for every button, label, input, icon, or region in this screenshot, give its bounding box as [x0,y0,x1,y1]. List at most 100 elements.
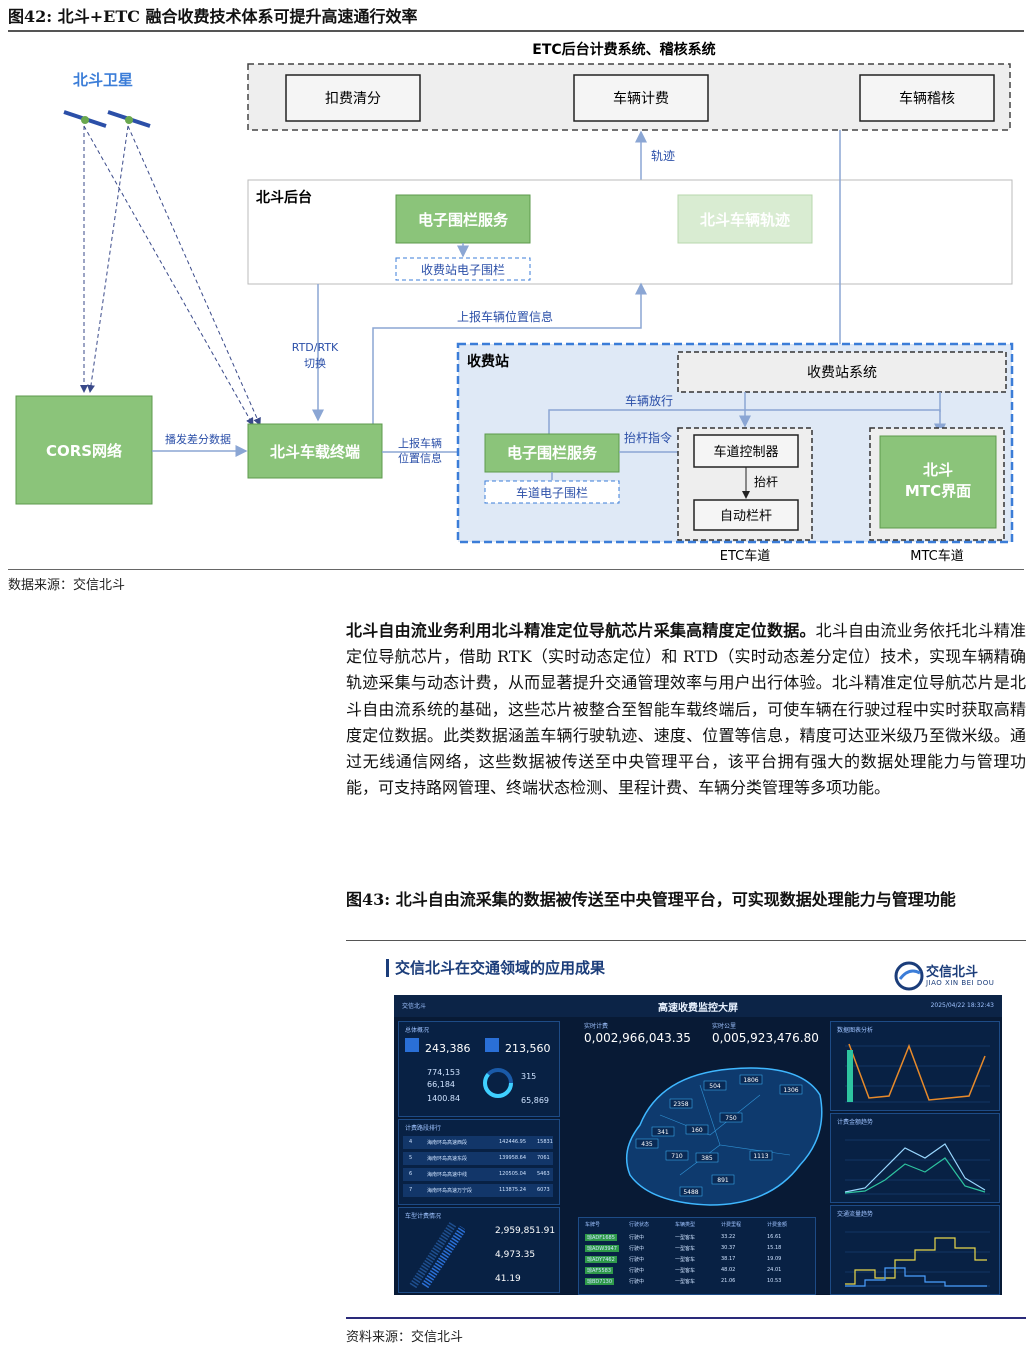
map-label-box [665,1150,689,1161]
etc-box-clearing: 扣费清分 [325,91,381,107]
figure-42-bottom-rule [8,569,1024,570]
rtd-rtk-line1: RTD/RTK [292,341,339,354]
rank-index: 4 [409,1139,413,1145]
etc-lane-label: ETC车道 [720,548,770,564]
figure-42-title: 图42: 北斗+ETC 融合收费技术体系可提升高速通行效率 [8,4,1024,32]
rank-road: 海南环岛高速万宁段 [427,1188,473,1194]
vehicle-table-header-cell: 计费金额 [767,1222,788,1228]
plate-badge: 琼ADW3947 [585,1245,619,1252]
map-label-box [669,1098,693,1109]
map-label: 1806 [743,1077,758,1084]
vehicle-table-cell: 一型客车 [675,1246,696,1252]
figure-42-source: 数据来源：交信北斗 [8,578,126,593]
dashboard-date: 2025/04/22 18:32:43 [930,1002,994,1009]
vehicle-table-cell: 行驶中 [629,1246,645,1252]
chart-2-graphic [844,1139,990,1195]
fee-rank-title: 计费路段排行 [405,1125,442,1132]
satellite-label: 北斗卫星 [73,71,133,89]
vehicle-table-cell: 38.17 [721,1256,736,1262]
vehicle-table-cell: 30.37 [721,1245,736,1251]
vehicle-table-cell: 15.18 [767,1245,782,1251]
map-label: 5488 [683,1189,698,1196]
map-label-box [739,1074,763,1085]
overview-panel: 总体概况 243,386 213,560 774,153 66,184 1400… [398,1021,560,1117]
cors-network: CORS网络 [46,442,122,460]
chart-1-graphic [845,1043,990,1103]
rank-road: 海南环岛高速西段 [427,1140,468,1146]
map-label-box [719,1112,743,1123]
rank-fee: 113875.24 [499,1187,527,1193]
ring-value-2: 65,869 [521,1096,549,1105]
map-label: 750 [725,1115,737,1122]
type-value-1: 2,959,851.91 [495,1226,556,1236]
realtime-km-label: 实时公里 [712,1023,737,1030]
logo-icon [894,961,924,991]
map-label-box [779,1084,803,1095]
report-position-top: 上报车辆位置信息 [457,309,553,324]
stat-1: 774,153 [427,1068,461,1077]
vehicles-value: 243,386 [425,1042,471,1055]
chart-panel-1: 数据图表分析 [830,1021,1000,1111]
vehicle-icon [405,1038,419,1052]
dashboard-title: 高速收费监控大屏 [658,1003,738,1014]
map-label: 710 [671,1153,683,1160]
rank-fee: 120505.04 [499,1171,527,1177]
map-label: 435 [641,1141,653,1148]
type-fee-title: 车型计费情况 [405,1213,442,1220]
logo-name: 交信北斗 [926,965,979,980]
stat-2: 66,184 [427,1080,455,1089]
ring-gauge [483,1068,513,1098]
chart-3-graphic [845,1231,990,1287]
chart-panel-3: 交通流量趋势 [830,1205,1000,1295]
figure-42-diagram: 北斗卫星 ETC后台计费系统、稽核系统 扣费清分 车辆计费 车辆稽核 轨迹 北斗… [0,34,1032,568]
body-bold-lead: 北斗自由流业务利用北斗精准定位导航芯片采集高精度定位数据。 [346,621,816,640]
app-title: 交信北斗在交通领域的应用成果 [386,959,605,977]
etc-box-audit: 车辆稽核 [899,90,955,107]
trajectory-label: 轨迹 [651,149,675,163]
vehicle-table-cell: 行驶中 [629,1235,645,1241]
mtc-lane-label: MTC车道 [910,548,963,564]
toll-station-system: 收费站系统 [807,365,877,381]
lane-controller: 车道控制器 [713,444,778,460]
rank-count: 5463 [537,1171,550,1177]
vehicle-table-cell: 21.06 [721,1278,736,1284]
vehicle-table-cell: 一型客车 [675,1279,696,1285]
vehicle-table-header-cell: 车牌号 [585,1222,601,1228]
brand-logo: 交信北斗 JIAO XIN BEI DOU [894,959,1004,993]
rank-index: 7 [409,1187,413,1193]
dashboard-header: 交信北斗 高速收费监控大屏 2025/04/22 18:32:43 [394,995,1002,1017]
ring-value-1: 315 [521,1072,537,1081]
toll-station-fence: 收费站电子围栏 [421,262,505,277]
vehicle-track: 北斗车辆轨迹 [700,211,790,229]
map-label-box [703,1080,727,1091]
chart-title-3: 交通流量趋势 [837,1211,874,1218]
type-fee-panel: 车型计费情况 2,959,851.91 4,973.35 41.19 [398,1207,560,1293]
figure-43-title: 图43: 北斗自由流采集的数据被传送至中央管理平台，可实现数据处理能力与管理功能 [346,890,956,909]
map-label: 160 [691,1127,703,1134]
map-label-box [685,1124,709,1135]
vehicle-table-cell: 行驶中 [629,1257,645,1263]
rank-index: 5 [409,1155,413,1161]
map-label: 1306 [783,1087,798,1094]
dashboard: 交信北斗 高速收费监控大屏 2025/04/22 18:32:43 总体概况 2… [394,995,1002,1295]
map-label: 341 [657,1129,669,1136]
vehicle-release: 车辆放行 [625,393,673,408]
realtime-fee: 0,002,966,043.35 [584,1031,691,1045]
rank-road: 海南环岛高速东段 [427,1156,468,1162]
lift-label: 抬杆 [754,475,778,489]
fence-service-backend: 电子围栏服务 [418,211,509,229]
map-label: 2358 [673,1101,688,1108]
mtc-line1: 北斗 [923,461,953,479]
map-label-box [651,1126,675,1137]
overview-title: 总体概况 [405,1027,430,1034]
etc-box-billing: 车辆计费 [613,90,669,107]
rank-count: 7061 [537,1155,550,1161]
mtc-line2: MTC界面 [905,482,971,500]
stat-3: 1400.84 [427,1094,461,1103]
type-value-2: 4,973.35 [495,1250,536,1260]
vehicle-table-header-cell: 车辆类型 [675,1222,696,1228]
